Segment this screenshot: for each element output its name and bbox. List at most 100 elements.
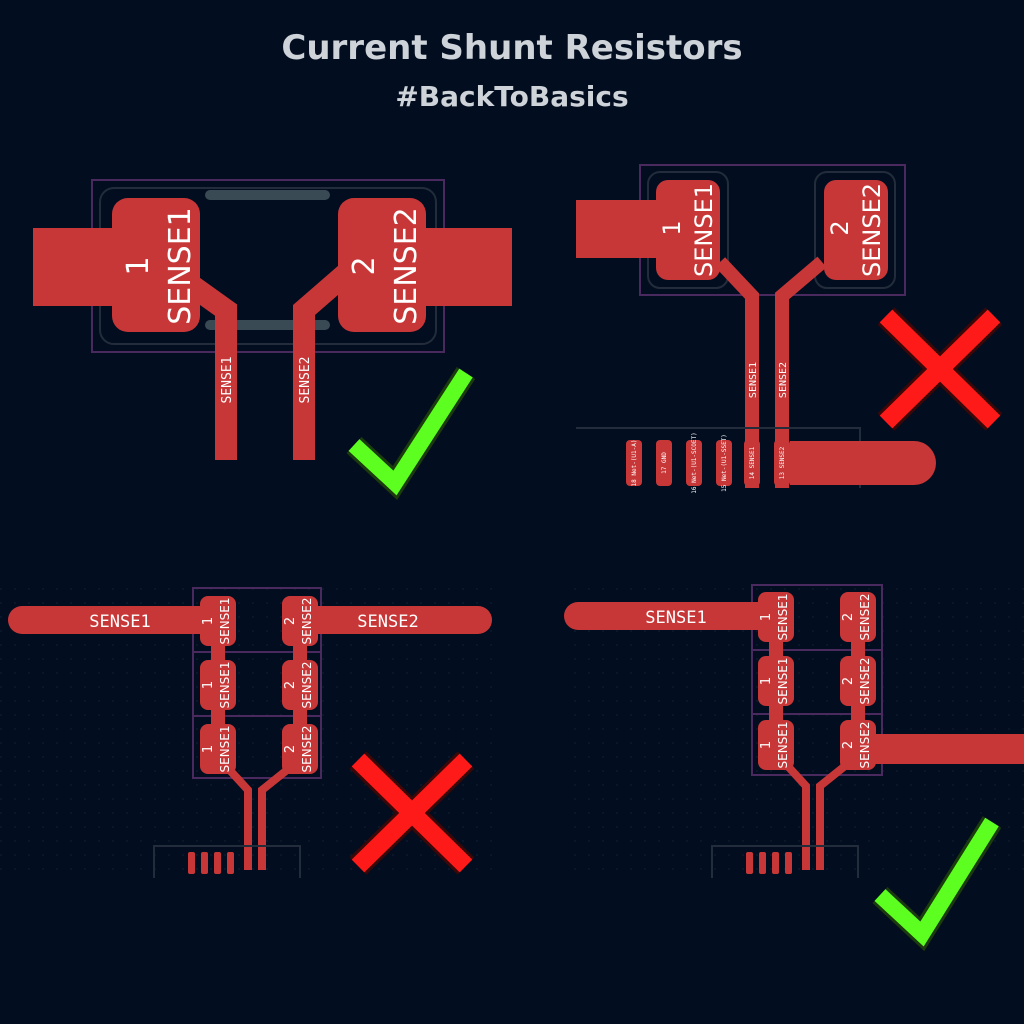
connector-pin-label: 15 Net-(U1-SSET) [721, 434, 728, 492]
connector-pin [188, 852, 195, 874]
pad2-number: 2 [283, 681, 298, 689]
sense2-trace [775, 256, 827, 488]
connector-pin [744, 440, 760, 486]
trace2-label: SENSE2 [778, 362, 789, 398]
trace2-label: SENSE2 [298, 357, 313, 404]
pad-2 [338, 198, 426, 332]
pad-2 [282, 596, 318, 646]
connector-outline [711, 845, 859, 878]
power-trace [576, 200, 666, 258]
pad1-net: SENSE1 [690, 183, 718, 277]
pad1-net: SENSE1 [218, 661, 232, 708]
pad-1 [758, 656, 794, 706]
pad1-net: SENSE1 [776, 721, 790, 768]
pad-2 [282, 724, 318, 774]
pad2-number: 2 [841, 613, 856, 621]
sense2-trace [258, 762, 295, 870]
connector-pin-label: 13 SENSE2 [779, 446, 786, 479]
connector-pin [772, 852, 779, 874]
pad-2 [824, 180, 888, 280]
check-icon [872, 816, 1002, 952]
connector-pin [774, 440, 790, 486]
connector-pin [716, 440, 732, 486]
connector-pin [214, 852, 221, 874]
power-trace-bottom [790, 441, 936, 485]
pad2-net: SENSE2 [858, 183, 886, 277]
pad-1 [758, 592, 794, 642]
pad1-number: 1 [759, 677, 774, 685]
bus2-label: SENSE2 [357, 612, 418, 632]
connector-pin [656, 440, 672, 486]
connector-pin-label: 16 Net-(U1-SCOET) [691, 432, 698, 493]
pad2-net: SENSE2 [300, 597, 314, 644]
pad2-number: 2 [826, 220, 854, 235]
connector-pins: 18 Net-(U1-A) 17 GND 16 Net-(U1-SCOET) 1… [626, 432, 790, 494]
sense1-trace [163, 261, 237, 460]
connector-outline [153, 845, 301, 878]
trace1-label: SENSE1 [748, 362, 759, 398]
sense2-trace [293, 261, 358, 460]
pad-1 [758, 720, 794, 770]
pad-2 [840, 720, 876, 770]
pad1-number: 1 [759, 613, 774, 621]
power-trace-right [410, 228, 512, 306]
pad-1 [200, 660, 236, 710]
pad2-net: SENSE2 [389, 207, 424, 325]
pad-2 [840, 592, 876, 642]
pad1-number: 1 [201, 617, 216, 625]
panel-top-right: 1 SENSE1 2 SENSE2 SENSE1 SENSE2 18 Net-(… [576, 164, 936, 494]
bus1-label: SENSE1 [89, 612, 150, 632]
connector-pin [227, 852, 234, 874]
connector-pin-label: 18 Net-(U1-A) [631, 440, 638, 487]
connector-pin [759, 852, 766, 874]
cross-icon [877, 307, 1003, 431]
pad-1 [112, 198, 200, 332]
sense1-bus [8, 606, 224, 634]
pad2-number: 2 [841, 741, 856, 749]
pad2-net: SENSE2 [300, 725, 314, 772]
pad1-net: SENSE1 [218, 597, 232, 644]
connector-pin [785, 852, 792, 874]
pad-1 [200, 724, 236, 774]
pad2-number: 2 [841, 677, 856, 685]
connector-pin [201, 852, 208, 874]
pad2-net: SENSE2 [858, 657, 872, 704]
sense1-trace [714, 257, 759, 488]
pad2-number: 2 [283, 745, 298, 753]
page-subtitle: #BackToBasics [395, 80, 629, 113]
page-title: Current Shunt Resistors [281, 28, 743, 68]
pad2-number: 2 [347, 256, 382, 275]
footprint-outline [751, 584, 883, 776]
connector-pin [746, 852, 753, 874]
trace1-label: SENSE1 [220, 357, 235, 404]
pad-1 [656, 180, 720, 280]
pad1-number: 1 [201, 745, 216, 753]
pad1-net: SENSE1 [218, 725, 232, 772]
sense1-trace [781, 759, 810, 870]
pad1-number: 1 [759, 741, 774, 749]
pad-1 [200, 596, 236, 646]
footprint-outline [192, 587, 322, 779]
sense1-trace [223, 763, 252, 870]
connector-pin-label: 17 GND [661, 452, 668, 474]
check-icon [346, 367, 476, 500]
resistor-body-top [205, 190, 330, 200]
power-trace-right [862, 734, 1024, 764]
sense1-bus [564, 602, 780, 630]
power-trace-left [33, 228, 123, 306]
bus1-label: SENSE1 [645, 608, 706, 628]
pad1-net: SENSE1 [776, 657, 790, 704]
panel-bottom-right: SENSE1 1 SENSE1 1 SENSE1 1 SENSE1 2 SENS… [564, 584, 1024, 878]
pad-2 [282, 660, 318, 710]
sense2-bus [290, 606, 492, 634]
pad2-number: 2 [283, 617, 298, 625]
pad-2 [840, 656, 876, 706]
pad2-net: SENSE2 [858, 721, 872, 768]
connector-pin [686, 440, 702, 486]
pad2-net: SENSE2 [858, 593, 872, 640]
sense2-trace [816, 758, 853, 870]
cross-icon [349, 751, 475, 875]
connector-pin-label: 14 SENSE1 [749, 446, 756, 479]
connector-pin [626, 440, 642, 486]
